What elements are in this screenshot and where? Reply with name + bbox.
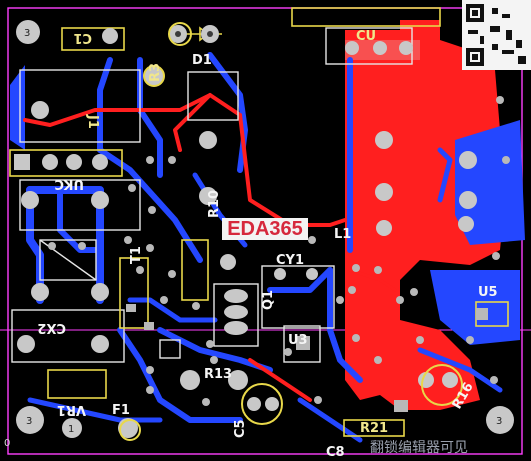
pad-number-1-bottom: 1 (68, 424, 74, 435)
label-r21: R21 (360, 421, 388, 436)
label-l1: L1 (334, 227, 351, 242)
label-u3: U3 (288, 333, 308, 348)
label-cx2: CX2 (37, 320, 66, 335)
th-pads (14, 20, 514, 441)
label-vr1: VR1 (57, 402, 86, 417)
pad-number-corner: 0 (4, 438, 10, 449)
label-c8: C8 (326, 445, 345, 460)
label-cy1: CY1 (276, 253, 304, 268)
label-ukc: UKC (54, 176, 84, 191)
label-u5: U5 (478, 285, 498, 300)
label-j1: J1 (85, 114, 100, 129)
label-f1: F1 (112, 403, 130, 418)
label-t1: T1 (129, 246, 144, 264)
watermark-eda365: EDA365 (222, 218, 308, 240)
label-r3: R3 (148, 63, 163, 82)
label-r10: R10 (207, 190, 222, 218)
watermark-text: 翻锁编辑器可见 (370, 440, 468, 456)
label-q1: Q1 (261, 290, 276, 310)
bottom-pour-left (10, 65, 25, 150)
bottom-pour-right (455, 120, 525, 245)
label-cu: CU (356, 29, 376, 44)
pad-number-3-bottom-right: 3 (496, 416, 502, 427)
vias-and-smd (48, 96, 510, 412)
label-c5: C5 (233, 419, 248, 438)
pad-number-3-bottom-left: 3 (26, 416, 32, 427)
label-d1: D1 (192, 53, 212, 68)
silkscreen (9, 7, 509, 437)
label-r13: R13 (204, 367, 232, 382)
pad-number-3-top: 3 (24, 28, 30, 39)
label-c1: C1 (73, 30, 92, 45)
qr-code-image (462, 0, 531, 70)
top-copper-pour (345, 20, 505, 410)
